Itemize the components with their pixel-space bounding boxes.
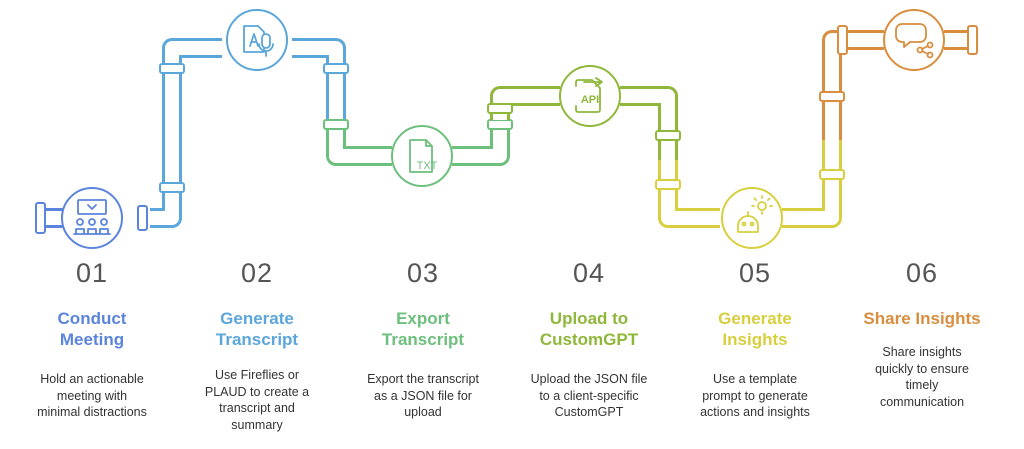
desc-line: timely: [905, 378, 939, 392]
pipe-segment-03: [323, 119, 513, 166]
desc-line: Use a template: [712, 372, 798, 386]
step-title-line: Share Insights: [863, 309, 981, 328]
desc-line: as a JSON file for: [374, 388, 472, 403]
step-title-line: Meeting: [59, 330, 125, 349]
step-description: Upload the JSON file to a client-specifi…: [514, 371, 664, 421]
pipeline-diagram: .pipe { fill: none; stroke-width: 20; st…: [35, 9, 978, 249]
desc-line: upload: [404, 405, 442, 419]
desc-line: transcript and: [219, 401, 295, 415]
step-number: 06: [905, 258, 939, 288]
step-title: Share Insights: [842, 308, 1002, 329]
step-title-line: Conduct: [57, 309, 127, 328]
api-upload-icon: API: [559, 65, 621, 127]
robot-idea-icon: [721, 187, 783, 249]
step-title-line: Upload to: [549, 309, 629, 328]
step-title-line: Generate: [220, 309, 294, 328]
pipe-segment-05: [655, 140, 845, 228]
desc-line: to a client-specific: [539, 388, 639, 403]
desc-line: Use Fireflies or: [214, 368, 300, 382]
desc-line: quickly to ensure: [875, 361, 969, 376]
step-title-line: Export: [396, 309, 450, 328]
desc-line: Export the transcript: [367, 372, 479, 386]
desc-line: Upload the JSON file: [530, 372, 648, 386]
desc-line: Hold an actionable: [40, 372, 144, 386]
step-title: Generate Insights: [675, 308, 835, 350]
share-chat-icon: [883, 9, 945, 71]
pipe-segment-02: [150, 38, 349, 228]
step-number: 05: [738, 258, 772, 288]
step-title-line: Transcript: [381, 330, 465, 349]
desc-line: minimal distractions: [37, 405, 147, 419]
api-icon-label: API: [581, 94, 599, 106]
transcribe-audio-icon: [226, 9, 288, 71]
step-title-line: CustomGPT: [539, 330, 639, 349]
step-description: Use Fireflies or PLAUD to create a trans…: [182, 367, 332, 433]
step-description: Hold an actionable meeting with minimal …: [17, 371, 167, 421]
desc-line: PLAUD to create a: [204, 384, 310, 399]
step-description: Use a template prompt to generate action…: [680, 371, 830, 421]
step-title: Generate Transcript: [177, 308, 337, 350]
desc-line: Share insights: [882, 345, 962, 359]
step-title-line: Transcript: [215, 330, 299, 349]
desc-line: communication: [879, 394, 965, 409]
step-number: 01: [75, 258, 109, 288]
desc-line: prompt to generate: [702, 388, 808, 403]
desc-line: meeting with: [56, 388, 128, 403]
step-title: Export Transcript: [343, 308, 503, 350]
step-description: Export the transcript as a JSON file for…: [348, 371, 498, 421]
step-title-line: Generate: [718, 309, 792, 328]
desc-line: actions and insights: [700, 405, 810, 419]
txt-icon-label: TXT: [417, 160, 438, 172]
step-title: Upload to CustomGPT: [509, 308, 669, 350]
step-number: 03: [406, 258, 440, 288]
pipe-segment-04: [487, 86, 681, 160]
desc-line: summary: [231, 417, 283, 432]
desc-line: CustomGPT: [554, 405, 624, 419]
pipe-segment-06: [819, 25, 978, 140]
txt-file-icon: TXT: [391, 125, 453, 187]
step-number: 04: [572, 258, 606, 288]
meeting-icon: [61, 187, 123, 249]
step-title: Conduct Meeting: [12, 308, 172, 350]
step-number: 02: [240, 258, 274, 288]
step-description: Share insights quickly to ensure timely …: [847, 344, 997, 410]
step-title-line: Insights: [722, 330, 788, 349]
